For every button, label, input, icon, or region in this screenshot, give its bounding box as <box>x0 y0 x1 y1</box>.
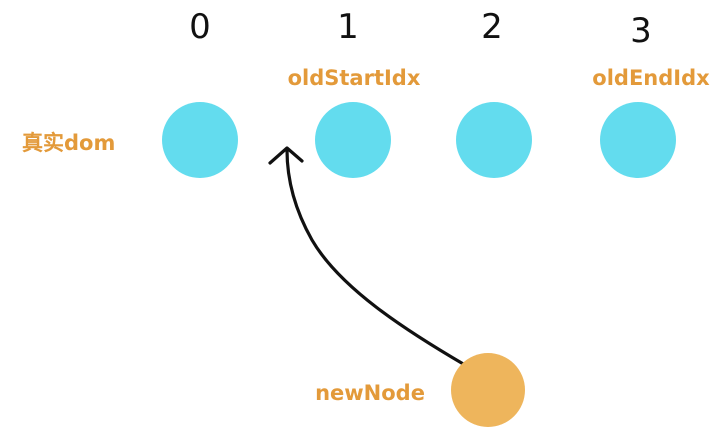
insert-arrow-line <box>285 148 467 367</box>
dom-node-3 <box>600 102 676 178</box>
index-label-2: 2 <box>481 7 503 47</box>
dom-node-2 <box>456 102 532 178</box>
new-node <box>451 353 525 427</box>
index-label-0: 0 <box>189 7 211 47</box>
old-start-idx-label: oldStartIdx <box>288 66 421 90</box>
dom-node-1 <box>315 102 391 178</box>
old-end-idx-label: oldEndIdx <box>592 66 710 90</box>
index-label-3: 3 <box>630 11 652 51</box>
real-dom-label: 真实dom <box>22 131 115 155</box>
new-node-label: newNode <box>315 381 425 405</box>
insert-arrow-head <box>268 146 304 165</box>
dom-node-0 <box>162 102 238 178</box>
index-label-1: 1 <box>337 7 359 47</box>
